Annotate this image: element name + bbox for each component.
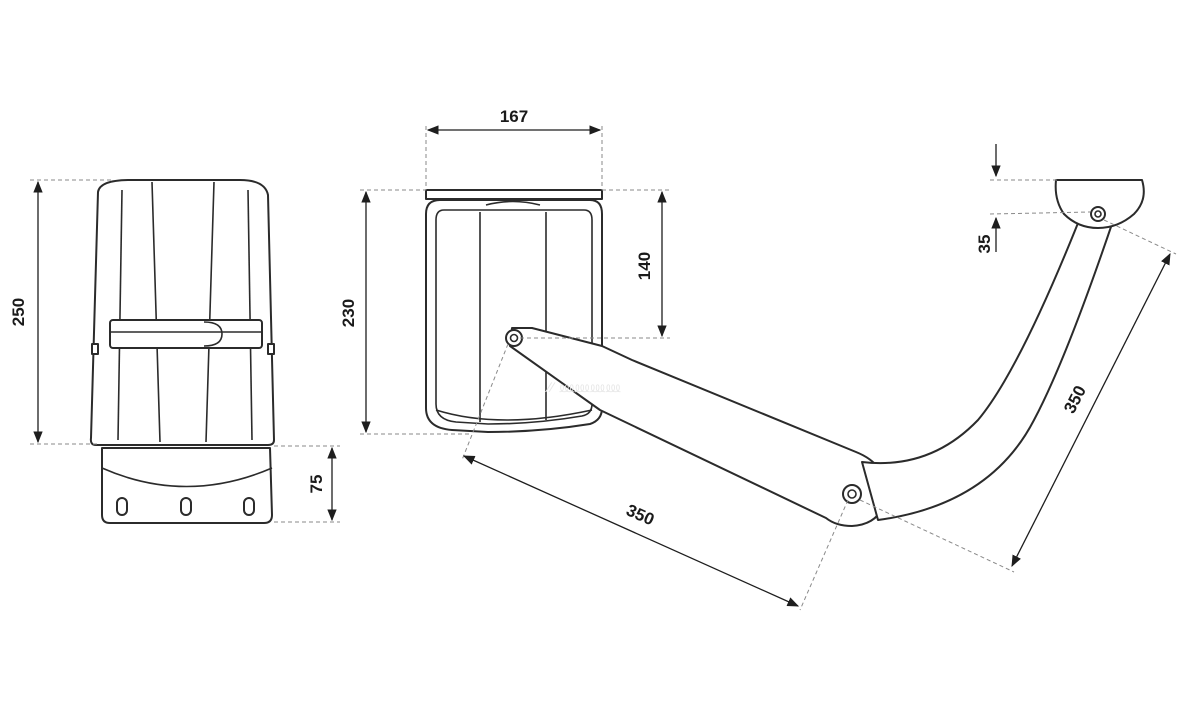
elbow-pivot [842, 484, 862, 504]
side-view-rib [247, 189, 253, 441]
side-view-rib [205, 181, 215, 443]
operator-housing [425, 199, 603, 433]
side-view-rib [117, 189, 123, 441]
gate-bracket [1054, 179, 1145, 229]
side-view-pin [267, 343, 275, 355]
top-mounting-plate [425, 189, 603, 200]
dimension-label-base-height: 75 [307, 475, 326, 494]
side-view [89, 179, 275, 524]
side-view-base-plate [101, 447, 273, 524]
dimension-label-bracket-offset: 35 [975, 235, 994, 254]
watermark-logo: ∕∕ ⅏⅏⅏⅏ [545, 379, 621, 395]
mount-slot [116, 497, 128, 516]
side-view-band [109, 319, 263, 349]
dimension-label-arm-length: 350 [623, 501, 657, 530]
dimension-bracket-offset: 35 [975, 144, 1091, 254]
dimension-body-height: 230 [339, 189, 470, 435]
dimension-label-top-width: 167 [500, 107, 528, 126]
mount-slot [180, 497, 192, 516]
dimension-label-lever-length: 350 [1060, 383, 1090, 417]
dimension-base-height: 75 [274, 445, 340, 523]
output-shaft [505, 329, 523, 347]
bracket-pivot [1090, 206, 1106, 222]
connecting-arm [861, 207, 1115, 521]
mount-slot [243, 497, 255, 516]
side-view-pin [91, 343, 99, 355]
dimension-side-height: 250 [9, 179, 112, 445]
housing-bottom-lip [435, 409, 593, 421]
operator-front-view [425, 179, 1145, 527]
dimension-pivot-depth: 140 [520, 189, 670, 339]
dimension-label-side-height: 250 [9, 298, 28, 326]
dimension-label-body-height: 230 [339, 299, 358, 327]
side-view-body [89, 179, 275, 446]
dimension-label-pivot-depth: 140 [635, 252, 654, 280]
dimension-top-width: 167 [425, 107, 603, 190]
side-view-rib [151, 181, 161, 443]
